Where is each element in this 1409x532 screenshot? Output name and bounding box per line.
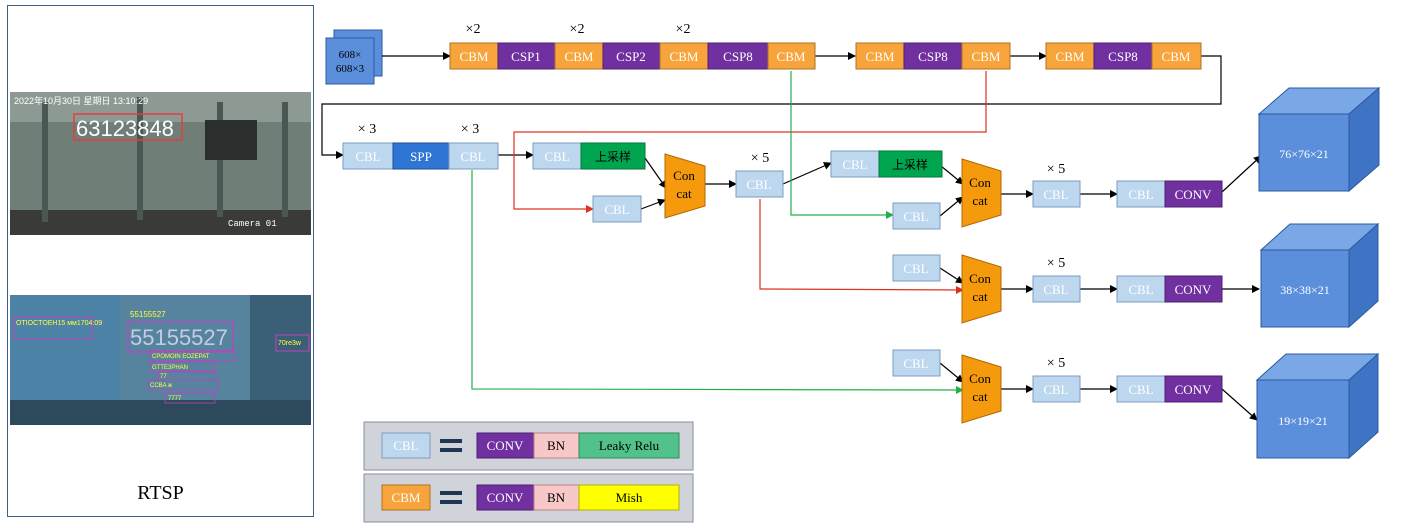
concat-text-2: cat: [972, 193, 988, 208]
cbl-block: CBL: [460, 149, 485, 164]
cbl-block: CBL: [1128, 187, 1153, 202]
ocr-line-4: CCBA ж: [150, 383, 172, 389]
cbl-block: CBL: [1128, 382, 1153, 397]
upsample-branch-2: CBL 上采样: [830, 150, 943, 178]
legend-cbm-bn: BN: [547, 490, 566, 505]
legend-cbm-act: Mish: [616, 490, 643, 505]
upsample-block: 上采样: [595, 149, 631, 164]
legend: CBL CONV BN Leaky Relu CBM CONV BN Mish: [363, 421, 694, 523]
concat-text-2: cat: [676, 186, 692, 201]
backbone-row-3: CBM CSP8 CBM: [1045, 42, 1202, 70]
concat-text-1: Con: [969, 271, 991, 286]
ocr-line-2: GTTE3PHAN: [152, 365, 188, 371]
legend-cbl-conv: CONV: [487, 438, 524, 453]
ocr-number-header: 55155527: [130, 310, 166, 319]
csp8-block: CSP8: [918, 49, 948, 64]
legend-cbl-label: CBL: [393, 438, 418, 453]
output-size-76: 76×76×21: [1279, 147, 1329, 161]
spp-block: SPP: [410, 149, 432, 164]
cbl-block: CBL: [355, 149, 380, 164]
conv-block: CONV: [1175, 187, 1212, 202]
cbm-block: CBM: [460, 49, 489, 64]
csp2-block: CSP2: [616, 49, 646, 64]
input-size-2: 608×3: [336, 63, 365, 75]
input-panel: [7, 5, 314, 517]
cbl-block: CBL: [544, 149, 569, 164]
input-size-1: 608×: [339, 49, 362, 61]
cbl-block: CBL: [604, 202, 629, 217]
input-caption: RTSP: [137, 482, 184, 504]
backbone-row-2: CBM CSP8 CBM: [855, 42, 1011, 70]
cbl-block: CBL: [842, 157, 867, 172]
cbm-block: CBM: [866, 49, 895, 64]
ocr-line-3: 77: [160, 374, 167, 380]
cbm-block: CBM: [972, 49, 1001, 64]
x5-label-1: × 5: [751, 151, 769, 166]
x2-label-3: ×2: [676, 22, 691, 37]
ocr-left-text: OTIOCTOEH15 мм1704:09: [16, 320, 102, 327]
camera-label: Camera 01: [228, 219, 277, 229]
cbm-block: CBM: [1162, 49, 1191, 64]
output-cube-76: 76×76×21: [1257, 86, 1381, 193]
x2-label-1: ×2: [466, 22, 481, 37]
cbm-block: CBM: [670, 49, 699, 64]
spp-row: CBL SPP CBL: [342, 142, 499, 170]
input-block: 608× 608×3: [325, 29, 383, 85]
ocr-line-5: 7777: [168, 396, 182, 402]
upsample-branch-1: CBL 上采样: [532, 142, 646, 170]
legend-cbl: CBL CONV BN Leaky Relu: [363, 421, 694, 471]
concat-text-1: Con: [969, 175, 991, 190]
cbm-block: CBM: [777, 49, 806, 64]
x3-label-1: × 3: [358, 122, 376, 137]
ocr-right-text: 70re3w: [278, 340, 302, 347]
legend-cbl-act: Leaky Relu: [599, 438, 660, 453]
cbm-block: CBM: [565, 49, 594, 64]
concat-text-1: Con: [969, 371, 991, 386]
conv-block: CONV: [1175, 282, 1212, 297]
cbl-block: CBL: [1043, 282, 1068, 297]
head-19: CBL Con cat CBL CBL CONV: [892, 349, 1223, 424]
cbl-block: CBL: [1128, 282, 1153, 297]
output-size-38: 38×38×21: [1280, 283, 1330, 297]
photo-timestamp: 2022年10月30日 星期日 13:10:29: [14, 95, 148, 106]
head-76: Con cat CBL CBL CONV: [961, 158, 1223, 228]
upsample-block: 上采样: [892, 157, 928, 172]
x3-label-2: × 3: [461, 122, 479, 137]
cbl-block: CBL: [903, 261, 928, 276]
csp1-block: CSP1: [511, 49, 541, 64]
conv-block: CONV: [1175, 382, 1212, 397]
camera-photo-bottom: 55155527 55155527 OTIOCTOEH15 мм1704:09 …: [10, 295, 311, 425]
camera-photo-top: 63123848 2022年10月30日 星期日 13:10:29 Camera…: [10, 92, 311, 235]
output-cube-19: 19×19×21: [1255, 352, 1380, 460]
legend-cbm: CBM CONV BN Mish: [363, 473, 694, 523]
cbl-block: CBL: [746, 177, 771, 192]
output-size-19: 19×19×21: [1278, 414, 1328, 428]
ocr-line-1: CPOMOIN EOZEPAT: [152, 354, 210, 360]
x5-label-3: × 5: [1047, 256, 1065, 271]
cbl-block: CBL: [1043, 382, 1068, 397]
legend-cbm-conv: CONV: [487, 490, 524, 505]
cbm-block: CBM: [1056, 49, 1085, 64]
legend-cbm-label: CBM: [392, 490, 421, 505]
ocr-number-big: 55155527: [130, 325, 228, 350]
csp8-block: CSP8: [1108, 49, 1138, 64]
concat-text-2: cat: [972, 289, 988, 304]
legend-cbl-bn: BN: [547, 438, 566, 453]
x5-label-4: × 5: [1047, 356, 1065, 371]
csp8-block: CSP8: [723, 49, 753, 64]
concat-text-1: Con: [673, 168, 695, 183]
concat-block-1: Con cat: [664, 153, 706, 219]
cbl-block: CBL: [1043, 187, 1068, 202]
x5-label-2: × 5: [1047, 162, 1065, 177]
ocr-number-top: 63123848: [76, 116, 174, 141]
backbone-row-1: CBM CSP1 CBM CSP2 CBM CSP8 CBM: [449, 42, 816, 70]
cbl-block: CBL: [903, 209, 928, 224]
cbl-block: CBL: [903, 356, 928, 371]
output-cube-38: 38×38×21: [1259, 222, 1380, 329]
concat-text-2: cat: [972, 389, 988, 404]
head-38: CBL Con cat CBL CBL CONV: [892, 254, 1223, 324]
x2-label-2: ×2: [570, 22, 585, 37]
